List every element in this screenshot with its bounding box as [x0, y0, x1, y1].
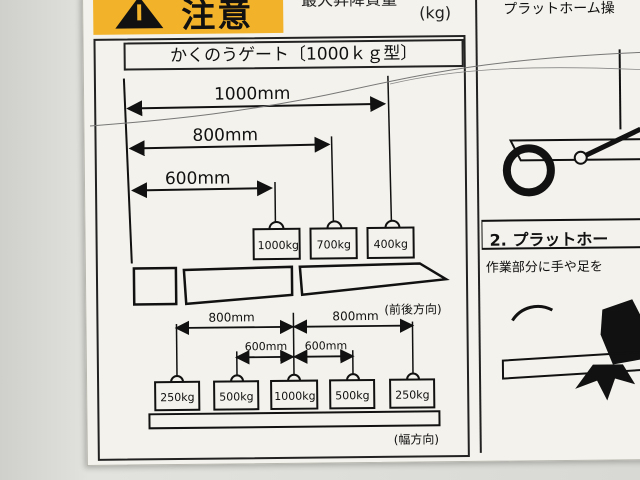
warning-label: 注意	[181, 0, 254, 36]
width-dim-right-outer: 800mm	[332, 309, 378, 323]
load-diagram: 1000mm 800mm 600mm 1000kg 700kg 400kg (前…	[122, 75, 450, 447]
weight-700: 700kg	[309, 220, 358, 260]
gate-segment-2	[182, 265, 294, 306]
right-section-title: 2. プラットホー	[489, 229, 609, 250]
width-direction-label: (幅方向)	[394, 431, 440, 446]
width-weight-5: 250kg	[389, 372, 436, 409]
rotate-arrow-icon	[511, 304, 554, 322]
dim-line-800	[128, 136, 331, 157]
hand-icon	[600, 299, 640, 365]
gate-segment-3	[298, 262, 450, 297]
top-unit: (kg)	[419, 3, 452, 23]
top-heading: 最大昇降質量	[301, 0, 397, 11]
svg-text:250kg: 250kg	[160, 391, 194, 404]
right-caution-text: 作業部分に手や足を	[485, 259, 603, 276]
warning-sticker: 注意 最大昇降質量 (kg) かくのうゲート〔1000ｋｇ型〕 1000mm 8…	[82, 0, 640, 466]
svg-text:1000kg: 1000kg	[258, 239, 299, 252]
svg-text:500kg: 500kg	[335, 389, 369, 402]
platform-base	[148, 410, 441, 430]
width-weight-1: 250kg	[154, 375, 201, 412]
svg-text:700kg: 700kg	[317, 238, 351, 251]
width-weight-4: 500kg	[329, 373, 376, 410]
dim-line-600	[131, 180, 274, 199]
dim-line-1000	[126, 96, 387, 117]
weight-400: 400kg	[366, 219, 415, 260]
front-direction-label: (前後方向)	[384, 301, 442, 317]
svg-text:1000kg: 1000kg	[274, 390, 315, 403]
reference-line	[122, 78, 133, 264]
width-dim-left-inner: 600mm	[245, 340, 288, 353]
gate-segment-1	[132, 266, 178, 306]
width-dim-right-inner: 600mm	[305, 339, 348, 352]
width-dim-left-outer: 800mm	[208, 310, 254, 324]
width-weight-3: 1000kg	[270, 373, 319, 411]
right-top-text: プラットホーム操	[503, 0, 615, 18]
wheel-icon	[502, 144, 555, 197]
svg-text:400kg: 400kg	[374, 238, 408, 251]
warning-banner: 注意	[93, 0, 284, 36]
impact-icon	[575, 364, 636, 401]
section-title-box	[480, 217, 640, 250]
right-illustrations	[480, 49, 640, 401]
dim-label-600: 600mm	[165, 168, 231, 189]
exclamation-icon	[137, 4, 142, 21]
dim-label-800: 800mm	[192, 125, 258, 146]
width-weight-2: 500kg	[213, 374, 260, 411]
svg-text:250kg: 250kg	[395, 388, 429, 401]
dim-label-1000: 1000mm	[214, 84, 291, 105]
weight-1000: 1000kg	[252, 220, 301, 261]
svg-text:500kg: 500kg	[219, 390, 253, 403]
